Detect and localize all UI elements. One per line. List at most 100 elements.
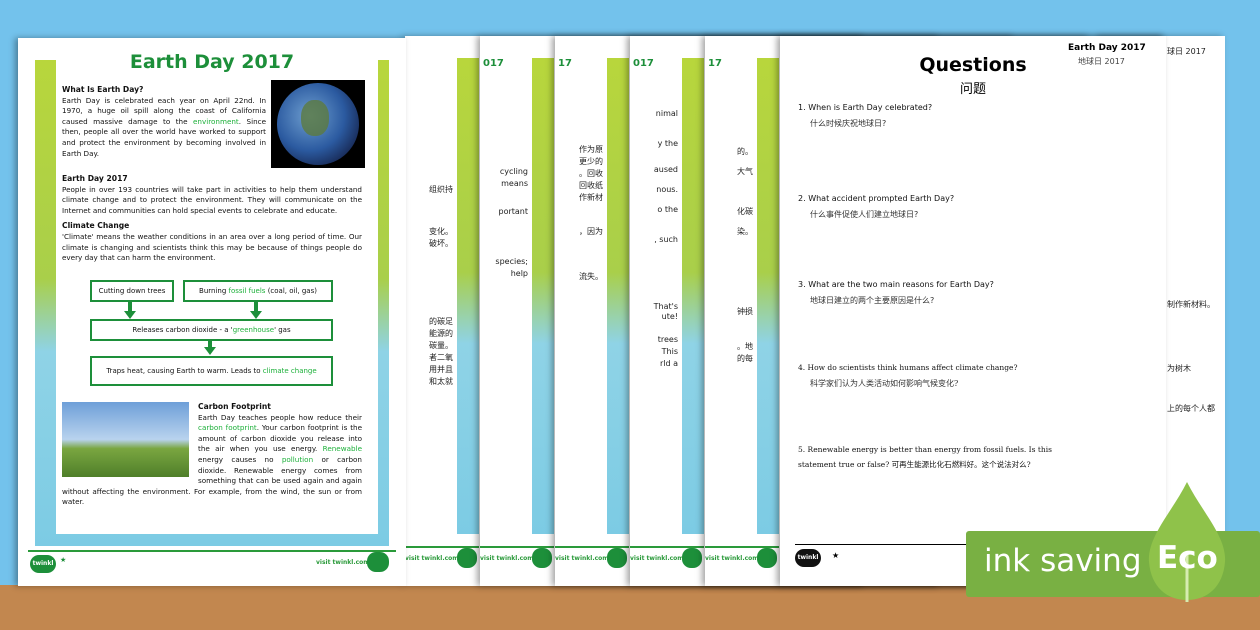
- page-border: [757, 58, 779, 534]
- text-fragment: 钟损: [737, 307, 753, 316]
- text-fragment: trees: [657, 335, 678, 344]
- text-fragment: 用并且: [429, 365, 453, 374]
- text-fragment: portant: [498, 207, 528, 216]
- page-title: Earth Day 2017: [129, 51, 295, 73]
- text-fragment: 作新材: [579, 193, 603, 202]
- text-fragment: 的。: [737, 147, 753, 156]
- twinkl-logo: twinkl: [795, 549, 821, 567]
- arrow: [208, 339, 212, 349]
- text-fragment: ute!: [661, 312, 678, 321]
- text-fragment: 能源的: [429, 329, 453, 338]
- page-border: [607, 58, 629, 534]
- text-fragment: 流失。: [579, 272, 603, 281]
- visit-twinkl-link[interactable]: visit twinkl.com: [705, 555, 759, 562]
- twinkl-badge-icon: [607, 548, 627, 568]
- twinkl-badge-icon: [532, 548, 552, 568]
- footer-divider: [705, 546, 779, 548]
- star-icon: ★: [832, 551, 840, 560]
- text-fragment: 化碳: [737, 207, 753, 216]
- main-page: Earth Day 2017 What Is Earth Day? Earth …: [18, 38, 406, 586]
- section-what-is-earth-day: What Is Earth Day? Earth Day is celebrat…: [62, 85, 267, 158]
- visit-twinkl-link[interactable]: visit twinkl.com: [316, 559, 370, 566]
- flow-box-fossil-fuels: Burning fossil fuels (coal, oil, gas): [183, 280, 333, 302]
- header-title: Earth Day 2017: [1068, 43, 1146, 53]
- text-fragment: y the: [657, 139, 678, 148]
- questions-page: Earth Day 2017 地球日 2017 Questions 问题 1. …: [780, 36, 1166, 586]
- text-fragment: , such: [654, 235, 678, 244]
- arrow-down-icon: [250, 311, 262, 319]
- text-fragment: means: [501, 179, 528, 188]
- arrow: [128, 300, 132, 312]
- page-border: [457, 58, 479, 534]
- text-fragment: 变化。: [429, 227, 453, 236]
- visit-twinkl-link[interactable]: visit twinkl.com: [555, 555, 609, 562]
- text-fragment: 大气: [737, 167, 753, 176]
- text-fragment: 。回收: [579, 169, 603, 178]
- text-fragment: nous.: [656, 185, 678, 194]
- twinkl-badge-icon: [367, 552, 389, 572]
- header-title-cn: 地球日 2017: [1078, 57, 1125, 66]
- arrow-down-icon: [204, 347, 216, 355]
- text-fragment: 。地: [737, 342, 753, 351]
- footer-divider: [555, 546, 629, 548]
- page-title-fragment: 017: [483, 58, 504, 69]
- text-fragment: 碳量。: [429, 341, 453, 350]
- visit-twinkl-link[interactable]: visit twinkl.com: [480, 555, 534, 562]
- footer-divider: [630, 546, 704, 548]
- text-fragment: 和太就: [429, 377, 453, 386]
- question-5: 5. Renewable energy is better than energ…: [798, 445, 1052, 469]
- arrow-down-icon: [124, 311, 136, 319]
- arrow: [254, 300, 258, 312]
- text-fragment: That's: [653, 302, 678, 311]
- page-title-fragment: 017: [633, 58, 654, 69]
- section-earth-day-2017: Earth Day 2017 People in over 193 countr…: [62, 174, 362, 263]
- flow-box-cutting-trees: Cutting down trees: [90, 280, 174, 302]
- twinkl-logo: twinkl go!: [30, 555, 56, 585]
- text-fragment: 回收纸: [579, 181, 603, 190]
- text-fragment: 者二氧: [429, 353, 453, 362]
- text-fragment: 组织持: [429, 185, 453, 194]
- page-border: [532, 58, 554, 534]
- fragment: 上的每个人都: [1167, 404, 1215, 413]
- leaf-drop-icon: [1148, 482, 1226, 602]
- footer-divider: [480, 546, 554, 548]
- text-fragment: 作为原: [579, 145, 603, 154]
- twinkl-badge-icon: [682, 548, 702, 568]
- text-fragment: rld a: [659, 359, 678, 368]
- wind-turbines-image: [62, 402, 189, 477]
- eco-label: Eco: [1157, 540, 1218, 576]
- section-carbon-footprint: Carbon Footprint Earth Day teaches peopl…: [62, 402, 362, 507]
- text-fragment: ，因为: [579, 227, 603, 236]
- question-1: 1. When is Earth Day celebrated?什么时候庆祝地球…: [798, 103, 933, 128]
- visit-twinkl-link[interactable]: visit twinkl.com: [405, 555, 459, 562]
- fragment: 球日 2017: [1167, 47, 1206, 56]
- twinkl-badge-icon: [457, 548, 477, 568]
- page-title: Questions: [919, 54, 1027, 76]
- flow-box-carbon-dioxide: Releases carbon dioxide - a 'greenhouse'…: [90, 319, 333, 341]
- star-icon: ★: [60, 556, 67, 564]
- page-title-fragment: 17: [708, 58, 722, 69]
- question-4: 4. How do scientists think humans affect…: [798, 363, 1018, 388]
- twinkl-badge-icon: [757, 548, 777, 568]
- text-fragment: This: [661, 347, 678, 356]
- text-fragment: species;: [495, 257, 528, 266]
- footer-divider: [405, 546, 479, 548]
- text-fragment: 破坏。: [429, 239, 453, 248]
- text-fragment: help: [510, 269, 528, 278]
- ink-saving-label: ink saving: [984, 543, 1142, 579]
- text-fragment: 的每: [737, 354, 753, 363]
- footer-divider: [28, 550, 396, 552]
- page-border: [682, 58, 704, 534]
- fragment: 制作新材料。: [1167, 300, 1215, 309]
- fragment: 为树木: [1167, 364, 1191, 373]
- text-fragment: 更少的: [579, 157, 603, 166]
- flow-box-climate-change: Traps heat, causing Earth to warm. Leads…: [90, 356, 333, 386]
- page-title-fragment: 17: [558, 58, 572, 69]
- question-3: 3. What are the two main reasons for Ear…: [798, 280, 994, 305]
- text-fragment: 的碳足: [429, 317, 453, 326]
- text-fragment: 染。: [737, 227, 753, 236]
- text-fragment: nimal: [655, 109, 678, 118]
- text-fragment: aused: [653, 165, 678, 174]
- text-fragment: o the: [657, 205, 678, 214]
- visit-twinkl-link[interactable]: visit twinkl.com: [630, 555, 684, 562]
